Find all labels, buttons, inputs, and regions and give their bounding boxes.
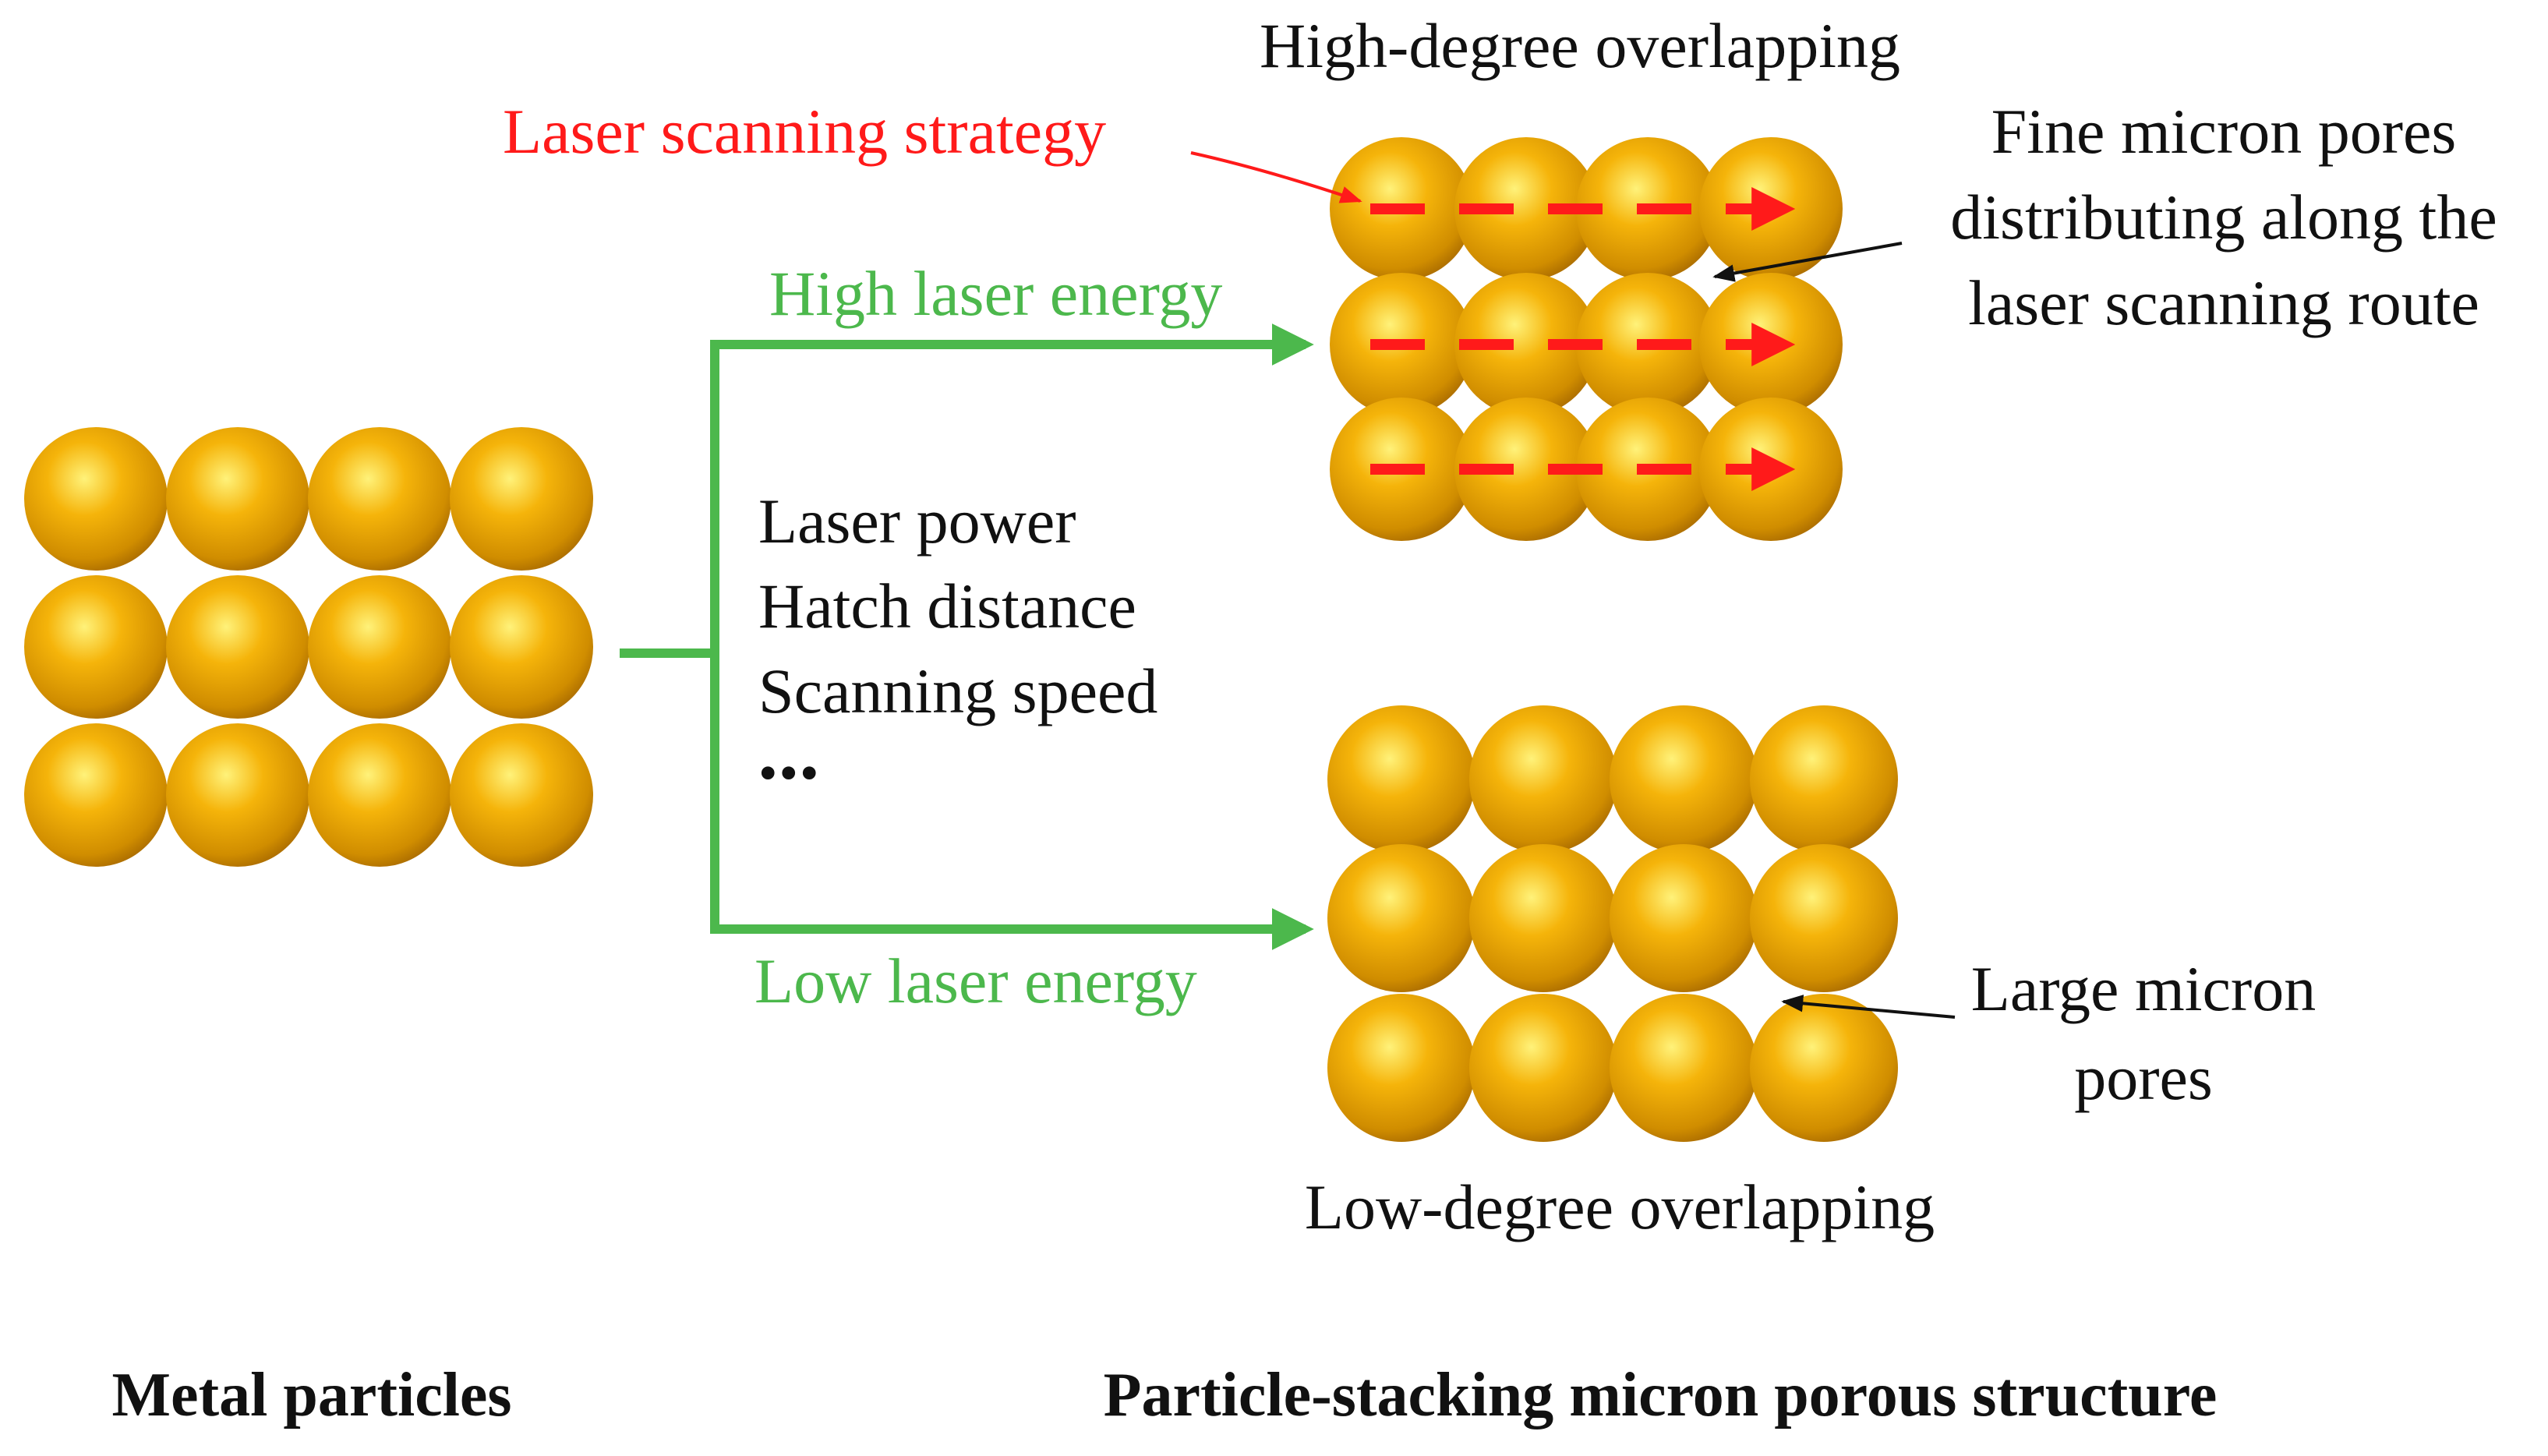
large-pores-leader bbox=[1781, 995, 1956, 1019]
low-particle bbox=[1750, 994, 1898, 1142]
metal-particle bbox=[24, 427, 168, 571]
low-particle bbox=[1469, 994, 1617, 1142]
low-particle bbox=[1327, 844, 1475, 992]
low-particle bbox=[1750, 705, 1898, 853]
low-particle bbox=[1610, 994, 1758, 1142]
metal-particle bbox=[24, 575, 168, 719]
low-particle bbox=[1327, 994, 1475, 1142]
metal-particle bbox=[450, 723, 593, 867]
param-more: ••• bbox=[758, 744, 821, 804]
metal-particle bbox=[308, 427, 451, 571]
laser-strategy-label: Laser scanning strategy bbox=[503, 96, 1106, 167]
high-particle bbox=[1454, 137, 1598, 281]
low-particle bbox=[1469, 705, 1617, 853]
fine-pores-leader bbox=[1712, 242, 1903, 282]
energy-branch-connector bbox=[620, 323, 1314, 950]
low-overlap-particles-grid bbox=[1327, 705, 1898, 1142]
metal-particle bbox=[450, 427, 593, 571]
metal-particle bbox=[24, 723, 168, 867]
low-particle bbox=[1327, 705, 1475, 853]
low-particle bbox=[1469, 844, 1617, 992]
high-energy-label: High laser energy bbox=[769, 258, 1222, 329]
metal-particles-grid bbox=[24, 427, 593, 867]
fine-pores-label: Fine micron pores distributing along the… bbox=[1950, 96, 2497, 338]
fine-pores-line-3: laser scanning route bbox=[1968, 267, 2479, 338]
low-energy-label: Low laser energy bbox=[755, 945, 1197, 1016]
porous-structure-caption: Particle-stacking micron porous structur… bbox=[1104, 1361, 2218, 1429]
metal-particle bbox=[308, 575, 451, 719]
param-laser-power: Laser power bbox=[758, 486, 1076, 557]
high-particle bbox=[1454, 398, 1598, 541]
param-hatch-distance: Hatch distance bbox=[758, 571, 1136, 641]
metal-particle bbox=[450, 575, 593, 719]
process-parameters: Laser power Hatch distance Scanning spee… bbox=[758, 486, 1157, 804]
metal-particle bbox=[308, 723, 451, 867]
high-degree-label: High-degree overlapping bbox=[1260, 10, 1900, 81]
metal-particle bbox=[166, 427, 309, 571]
laser-scan-routes bbox=[1370, 187, 1796, 491]
low-particle bbox=[1610, 705, 1758, 853]
large-pores-line-2: pores bbox=[2074, 1042, 2213, 1113]
large-pores-label: Large micron pores bbox=[1971, 953, 2316, 1113]
low-particle bbox=[1610, 844, 1758, 992]
low-particle bbox=[1750, 844, 1898, 992]
high-particle bbox=[1454, 273, 1598, 416]
low-degree-label: Low-degree overlapping bbox=[1305, 1172, 1935, 1242]
large-pores-line-1: Large micron bbox=[1971, 953, 2316, 1024]
param-scanning-speed: Scanning speed bbox=[758, 656, 1157, 726]
fine-pores-line-1: Fine micron pores bbox=[1991, 96, 2457, 167]
fine-pores-line-2: distributing along the bbox=[1950, 182, 2497, 253]
metal-particles-caption: Metal particles bbox=[111, 1361, 511, 1429]
metal-particle bbox=[166, 575, 309, 719]
laser-strategy-leader bbox=[1190, 151, 1362, 203]
metal-particle bbox=[166, 723, 309, 867]
